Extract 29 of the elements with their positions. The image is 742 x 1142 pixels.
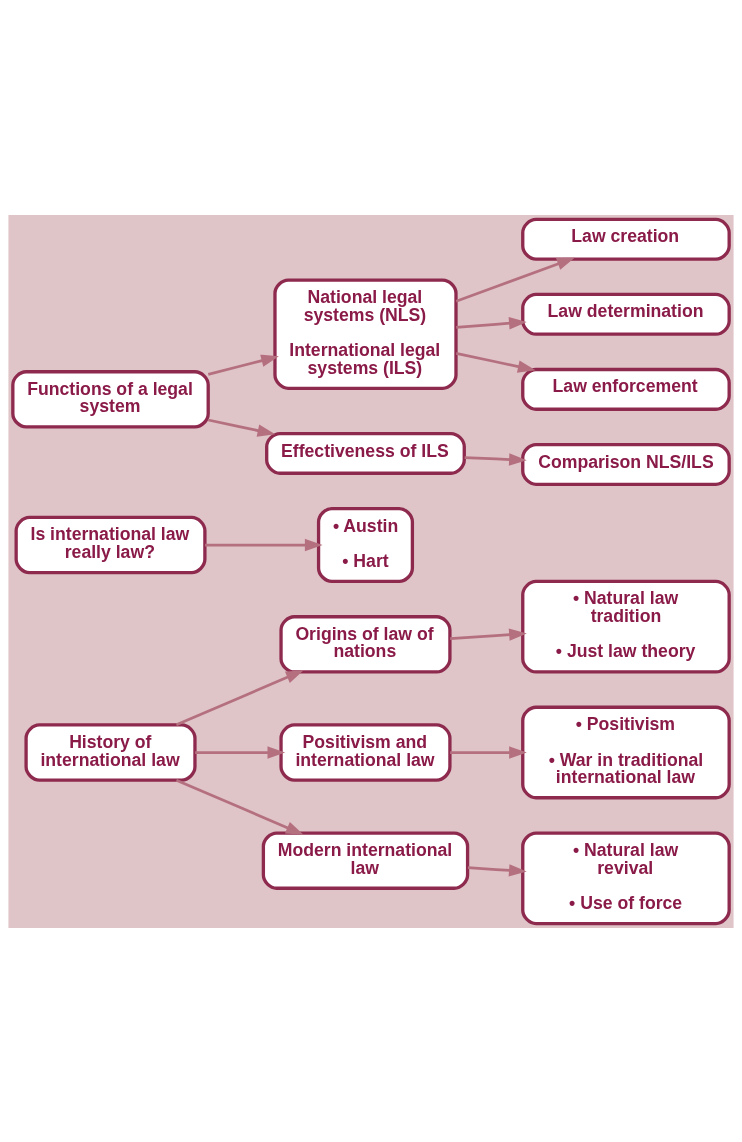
arrow (464, 452, 527, 466)
node-box: Functions of a legal system (11, 369, 210, 429)
arrow (207, 418, 276, 437)
node-box: Positivism and international law (279, 722, 452, 782)
arrow (455, 351, 536, 373)
node-box: National legal systems (NLS) International legal systems (ILS) (273, 277, 458, 390)
arrow (175, 669, 304, 726)
node-box: Law creation (521, 217, 731, 261)
node-box: • Positivism • War in traditional international law (521, 705, 731, 799)
node-box: Law enforcement (521, 367, 731, 411)
node-box: Modern international law (261, 830, 470, 890)
arrow (450, 745, 527, 759)
arrow (456, 316, 527, 329)
node-box: Effectiveness of ILS (265, 431, 466, 475)
arrow (450, 627, 527, 641)
node-box: Is international law really law? (14, 515, 207, 574)
arrow (175, 778, 304, 835)
node-box: Law determination (521, 292, 731, 336)
node-box: Comparison NLS/ILS (521, 442, 731, 486)
arrow (207, 354, 279, 376)
arrow (455, 257, 575, 303)
arrow (205, 538, 323, 551)
arrow (467, 863, 527, 877)
node-box: • Natural law revival • Use of force (521, 830, 731, 925)
node-box: • Natural law tradition • Just law theory (521, 579, 731, 674)
node-box: Origins of law of nations (279, 614, 452, 674)
node-box: History of international law (24, 722, 197, 782)
node-box: • Austin • Hart (316, 506, 415, 583)
arrow (195, 745, 286, 759)
